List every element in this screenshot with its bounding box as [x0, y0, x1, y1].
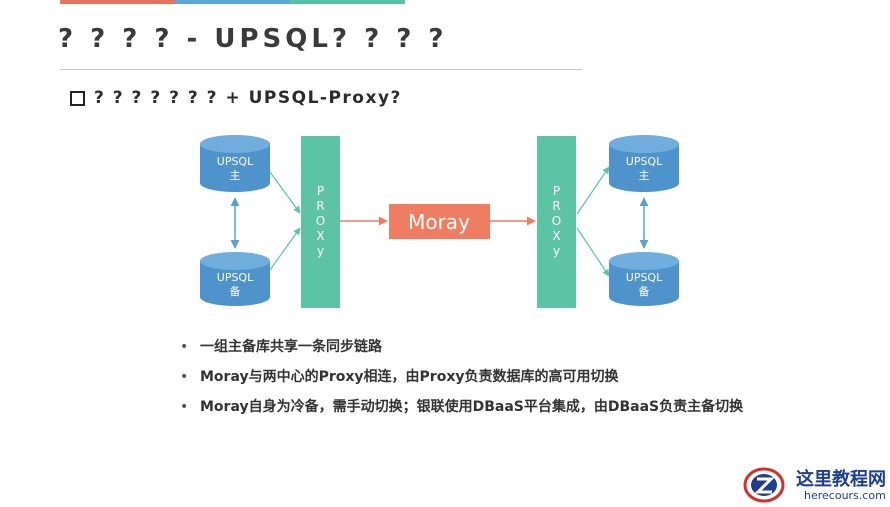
accent-bar — [60, 0, 405, 4]
list-item: • Moray自身为冷备，需手动切换；银联使用DBaaS平台集成，由DBaaS负… — [180, 398, 780, 416]
db-label: UPSQL — [626, 155, 663, 168]
db-cylinder-left-primary: UPSQL 主 — [200, 135, 270, 192]
db-role: 备 — [639, 284, 650, 298]
accent-bar-segment — [290, 0, 405, 4]
proxy-right — [537, 136, 576, 308]
moray-box — [389, 204, 490, 239]
list-item-text: 一组主备库共享一条同步链路 — [200, 339, 382, 355]
section-heading-text: ? ? ? ? ? ? ? + UPSQL-Proxy? — [94, 88, 402, 108]
bullet-dot: • — [180, 369, 189, 385]
db-role: 主 — [230, 169, 241, 182]
proxy-letter: O — [552, 214, 561, 228]
logo-domain: herecours.com — [804, 489, 886, 502]
logo-name: 这里教程网 — [796, 469, 886, 490]
db-cylinder-right-primary: UPSQL 主 — [609, 135, 679, 192]
proxy-letter: R — [316, 199, 324, 213]
list-item-text: Moray自身为冷备，需手动切换；银联使用DBaaS平台集成，由DBaaS负责主… — [200, 399, 744, 415]
bullet-list: • 一组主备库共享一条同步链路 • Moray与两中心的Proxy相连，由Pro… — [180, 338, 780, 428]
proxy-letter: X — [316, 229, 324, 243]
connector-left-top — [269, 171, 301, 214]
db-role: 备 — [230, 284, 241, 298]
connector-right-top — [576, 166, 610, 215]
site-logo[interactable]: 这里教程网 herecours.com — [742, 462, 890, 507]
proxy-letter: R — [552, 199, 560, 213]
square-bullet-icon — [70, 90, 85, 106]
db-cylinder-left-standby: UPSQL 备 — [200, 252, 270, 306]
proxy-letter: X — [552, 229, 560, 243]
accent-bar-segment — [60, 0, 175, 4]
bullet-dot: • — [180, 399, 189, 415]
proxy-left — [301, 136, 340, 308]
accent-bar-segment — [175, 0, 290, 4]
proxy-letter: P — [553, 184, 560, 198]
list-item: • 一组主备库共享一条同步链路 — [180, 338, 780, 356]
title-divider — [60, 69, 582, 70]
proxy-letter: O — [316, 214, 325, 228]
db-label: UPSQL — [217, 271, 254, 284]
page-title: ? ? ? ? - UPSQL? ? ? ? — [58, 24, 448, 54]
proxy-letter: y — [553, 244, 560, 258]
connector-right-bottom — [576, 227, 610, 277]
db-cylinder-right-standby: UPSQL 备 — [609, 252, 679, 306]
z-logo-icon — [743, 467, 785, 503]
db-role: 主 — [639, 169, 650, 182]
moray-label: Moray — [408, 210, 470, 234]
proxy-letter: P — [317, 184, 324, 198]
list-item-text: Moray与两中心的Proxy相连，由Proxy负责数据库的高可用切换 — [200, 369, 619, 385]
db-label: UPSQL — [217, 155, 254, 168]
connector-left-bottom — [269, 227, 301, 271]
proxy-letter: y — [317, 244, 324, 258]
db-label: UPSQL — [626, 271, 663, 284]
list-item: • Moray与两中心的Proxy相连，由Proxy负责数据库的高可用切换 — [180, 368, 780, 386]
bullet-dot: • — [180, 339, 189, 355]
section-heading: ? ? ? ? ? ? ? + UPSQL-Proxy? — [70, 88, 402, 108]
